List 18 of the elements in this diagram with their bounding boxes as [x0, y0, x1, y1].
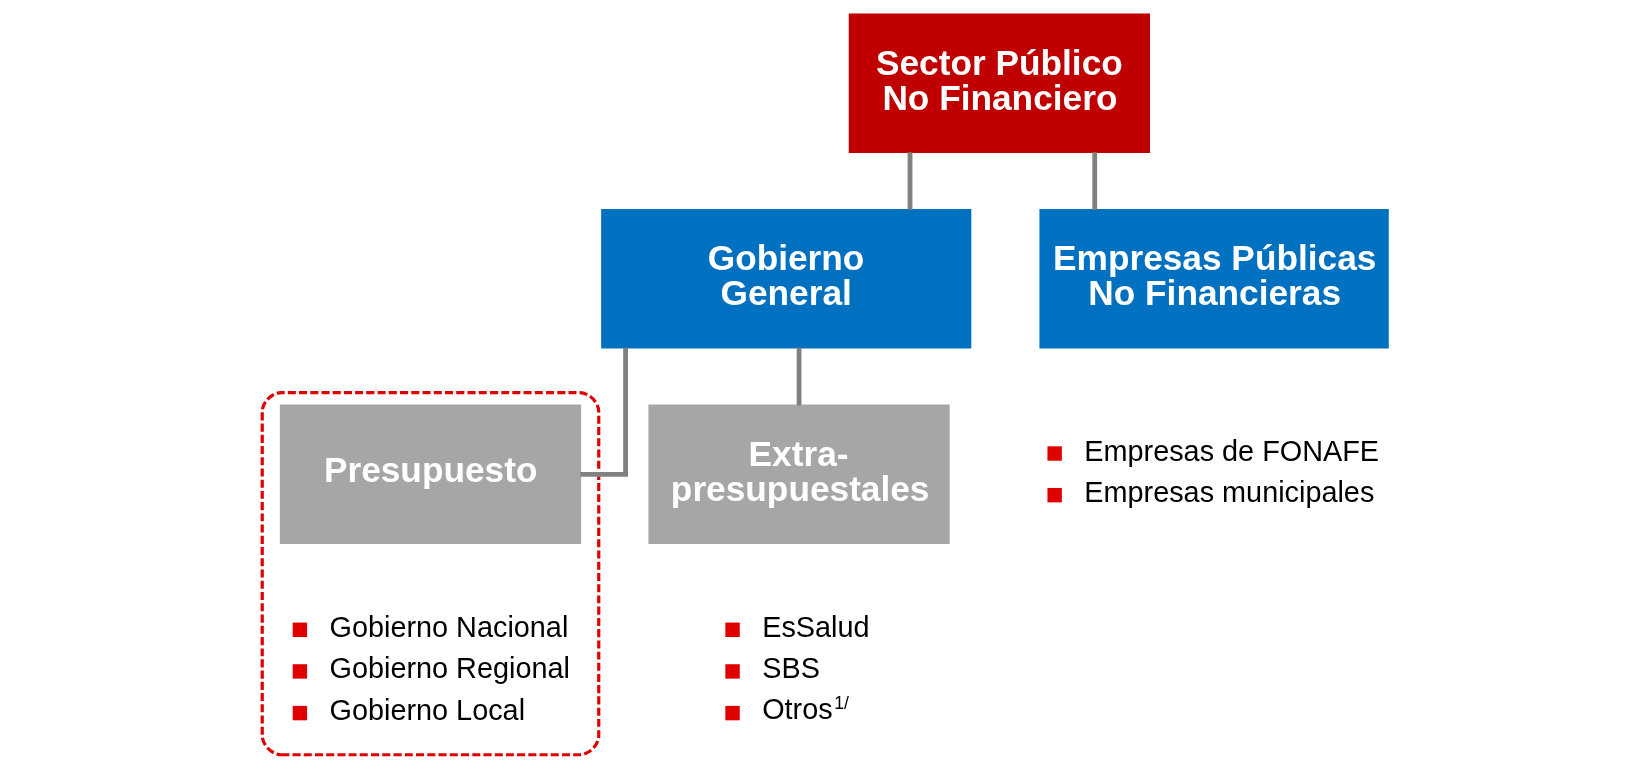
node-box: Empresas Públicas No Financieras — [1038, 209, 1389, 349]
node-label: SBS — [761, 652, 820, 685]
connector — [796, 347, 801, 406]
node-label: Otros$^{1/}$ — [761, 692, 849, 725]
cluster — [260, 391, 600, 757]
node-box: Sector Público No Financiero — [848, 13, 1150, 154]
node-label: Gobierno Local — [329, 694, 525, 727]
node-label: Empresas de FONAFE — [1083, 434, 1379, 467]
node-box: Presupuesto — [279, 404, 581, 545]
node-label: Gobierno Regional — [329, 652, 570, 685]
node-label: EsSalud — [761, 610, 870, 643]
node-label: Empresas municipales — [1083, 476, 1374, 509]
connector — [579, 347, 628, 477]
connector — [1091, 152, 1097, 210]
node-label: Gobierno Nacional — [329, 610, 568, 643]
node-box: Gobierno General — [600, 209, 971, 349]
node-box: Extra- presupuestales — [647, 404, 950, 545]
connector — [907, 152, 912, 210]
